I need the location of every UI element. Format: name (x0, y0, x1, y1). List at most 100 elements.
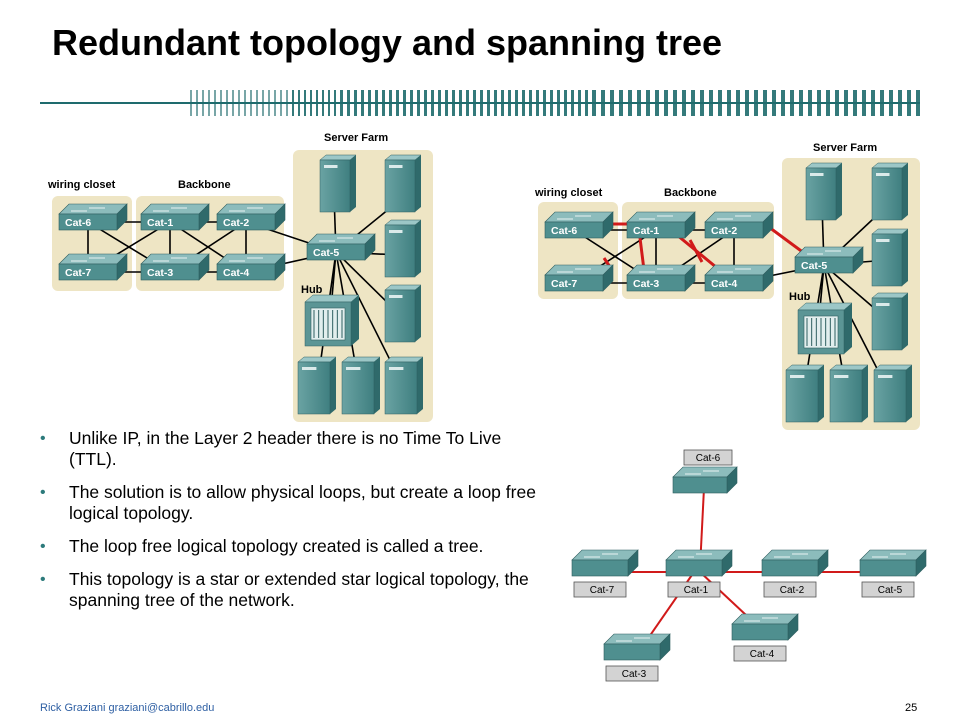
server-icon (871, 228, 909, 287)
link-line (245, 251, 337, 273)
switch-label: Cat-5 (313, 247, 339, 259)
left-wiring-closet-panel (52, 196, 132, 291)
link-line (335, 199, 401, 253)
server-icon (341, 356, 381, 415)
svg-text:Cat-7: Cat-7 (590, 585, 615, 596)
switch-icon (761, 549, 829, 577)
switch-icon: Cat-2 (704, 211, 774, 239)
svg-text:Cat-4: Cat-4 (750, 649, 775, 660)
switch-label: Cat-1 (633, 225, 659, 237)
header-rule (40, 90, 920, 116)
switch-icon: Cat-6 (58, 203, 128, 231)
switch-icon: Cat-3 (140, 253, 210, 281)
server-icon (384, 219, 422, 278)
link-line (335, 251, 401, 316)
link-line (823, 264, 847, 391)
link-line (333, 194, 337, 253)
server-icon (829, 364, 869, 423)
switch-label: Cat-7 (551, 278, 577, 290)
switch-label: Cat-4 (711, 278, 737, 290)
switch-icon: Cat-3 (626, 264, 696, 292)
switch-icon: Cat-1 (626, 211, 696, 239)
server-icon (871, 162, 909, 221)
link-line (655, 229, 735, 284)
bullet-list: •Unlike IP, in the Layer 2 header there … (40, 428, 540, 623)
switch-label: Cat-1 (667, 581, 721, 598)
left-server-farm-label: Server Farm (324, 132, 388, 144)
bullet-dot-icon: • (40, 430, 46, 447)
switch-icon: Cat-5 (306, 233, 376, 261)
right-diagram: wiring closet Backbone Server Farm Hub C… (534, 142, 920, 430)
link-line (317, 251, 337, 381)
tree-node-cat-6: Cat-6 (683, 449, 733, 466)
link-line (733, 264, 825, 284)
switch-icon: Cat-6 (544, 211, 614, 239)
link-line (761, 220, 809, 258)
hub-icon (797, 302, 853, 355)
link-line (823, 204, 889, 266)
server-icon (873, 364, 913, 423)
switch-label: Cat-7 (65, 267, 91, 279)
link-line (639, 571, 695, 651)
switch-icon: Cat-7 (544, 264, 614, 292)
bullet-item: •This topology is a star or extended sta… (40, 569, 529, 610)
server-icon (297, 356, 337, 415)
footer-author: Rick Graziani graziani@cabrillo.edu (40, 702, 215, 714)
link-line (638, 237, 646, 271)
switch-icon: Cat-7 (58, 253, 128, 281)
bullet-item: •The loop free logical topology created … (40, 536, 484, 556)
server-icon (384, 154, 422, 213)
right-server-farm-label: Server Farm (813, 142, 877, 154)
hub-icon (304, 294, 360, 347)
left-backbone-panel (136, 196, 284, 291)
right-hub-label: Hub (789, 291, 811, 303)
link-line (817, 264, 825, 331)
link-line (823, 264, 889, 391)
switch-label: Cat-4 (733, 645, 787, 662)
link-line (699, 571, 763, 631)
svg-text:Cat-2: Cat-2 (780, 585, 805, 596)
link-line (803, 264, 825, 391)
switch-label: Cat-3 (605, 665, 659, 682)
svg-text:Cat-3: Cat-3 (622, 669, 647, 680)
bullet-item: •Unlike IP, in the Layer 2 header there … (40, 428, 502, 469)
link-line (823, 259, 889, 266)
link-line (329, 251, 337, 321)
switch-icon (571, 549, 639, 577)
svg-text:Cat-6: Cat-6 (696, 453, 721, 464)
bullet-item: •The solution is to allow physical loops… (40, 482, 536, 523)
link-line (169, 221, 247, 273)
svg-text:Cat-5: Cat-5 (878, 585, 903, 596)
server-icon (785, 364, 825, 423)
link-line (573, 229, 657, 284)
switch-label: Cat-6 (551, 225, 577, 237)
bullet-dot-icon: • (40, 484, 46, 501)
switch-icon: Cat-1 (140, 203, 210, 231)
link-line (821, 204, 825, 266)
right-backbone-label: Backbone (664, 187, 717, 199)
switch-label: Cat-1 (147, 217, 173, 229)
switch-label: Cat-2 (711, 225, 737, 237)
link-line (665, 224, 723, 274)
bullet-dot-icon: • (40, 571, 46, 588)
switch-icon: Cat-5 (794, 246, 864, 274)
link-line (335, 251, 401, 256)
slide-title: Redundant topology and spanning tree (52, 22, 722, 63)
left-backbone-label: Backbone (178, 179, 231, 191)
switch-icon (672, 466, 738, 494)
bullet-dot-icon: • (40, 538, 46, 555)
link-line (87, 221, 171, 273)
switch-icon: Cat-4 (216, 253, 286, 281)
right-wiring-closet-panel (538, 202, 618, 299)
switch-label: Cat-2 (223, 217, 249, 229)
switch-label: Cat-3 (633, 278, 659, 290)
link-line (87, 221, 171, 273)
link-line (699, 487, 705, 569)
link-line (688, 239, 704, 263)
switch-label: Cat-5 (861, 581, 915, 598)
server-icon (384, 284, 422, 343)
switch-icon (731, 613, 799, 641)
switch-icon (665, 549, 733, 577)
svg-text:Cat-1: Cat-1 (684, 585, 709, 596)
